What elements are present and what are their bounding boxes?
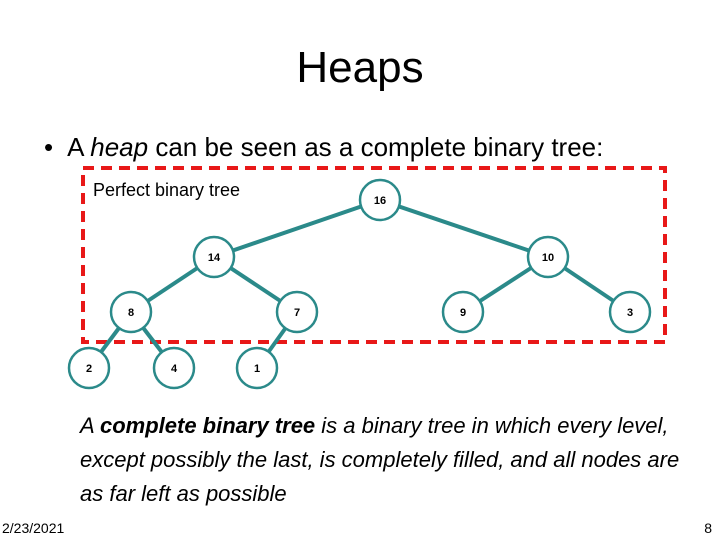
tree-node: 2 <box>67 346 111 390</box>
perfect-binary-tree-box <box>81 166 667 344</box>
tree-node: 3 <box>608 290 652 334</box>
tree-node-circle <box>152 346 196 390</box>
tree-node-circle <box>192 235 236 279</box>
perfect-binary-tree-label: Perfect binary tree <box>93 180 241 200</box>
definition-term: complete binary tree <box>99 413 316 438</box>
tree-node: 8 <box>109 290 153 334</box>
page-number: 8 <box>704 520 712 536</box>
tree-node-value: 2 <box>86 363 92 375</box>
definition-text: A complete binary tree is a binary tree … <box>80 409 680 511</box>
tree-node: 1 <box>235 346 279 390</box>
tree-node-circle <box>526 235 570 279</box>
tree-node: 9 <box>441 290 485 334</box>
tree-node-circle <box>109 290 153 334</box>
tree-node-value: 4 <box>171 363 178 375</box>
definition-prefix: A <box>80 413 100 438</box>
definition-rest: is a binary tree in which every level, e… <box>80 413 680 506</box>
tree-node: 10 <box>526 235 570 279</box>
tree-node-value: 9 <box>460 307 466 319</box>
tree-node-value: 8 <box>128 307 134 319</box>
tree-node-circle <box>358 178 402 222</box>
tree-edge <box>213 198 381 259</box>
tree-node: 16 <box>358 178 402 222</box>
tree-node-value: 16 <box>374 195 386 207</box>
tree-node-value: 1 <box>254 363 260 375</box>
bullet-suffix: can be seen as a complete binary tree: <box>148 132 604 162</box>
footer-date: 2/23/2021 <box>2 520 65 536</box>
bullet-emphasis: heap <box>90 132 149 162</box>
tree-edge <box>379 198 549 259</box>
tree-node-value: 7 <box>294 307 300 319</box>
tree-node-circle <box>441 290 485 334</box>
tree-node-value: 3 <box>627 307 633 319</box>
bullet-point: • A heap can be seen as a complete binary… <box>44 132 603 162</box>
tree-node-circle <box>275 290 319 334</box>
tree-node: 14 <box>192 235 236 279</box>
tree-node-value: 10 <box>542 252 554 264</box>
tree-node: 4 <box>152 346 196 390</box>
tree-node-circle <box>608 290 652 334</box>
tree-nodes: 16 14 10 8 7 9 3 2 4 1 <box>67 178 652 390</box>
bullet-symbol: • <box>44 132 54 162</box>
slide-title: Heaps <box>296 43 424 92</box>
tree-node: 7 <box>275 290 319 334</box>
tree-node-circle <box>235 346 279 390</box>
tree-node-circle <box>67 346 111 390</box>
tree-node-value: 14 <box>208 252 221 264</box>
bullet-prefix: A <box>67 132 91 162</box>
